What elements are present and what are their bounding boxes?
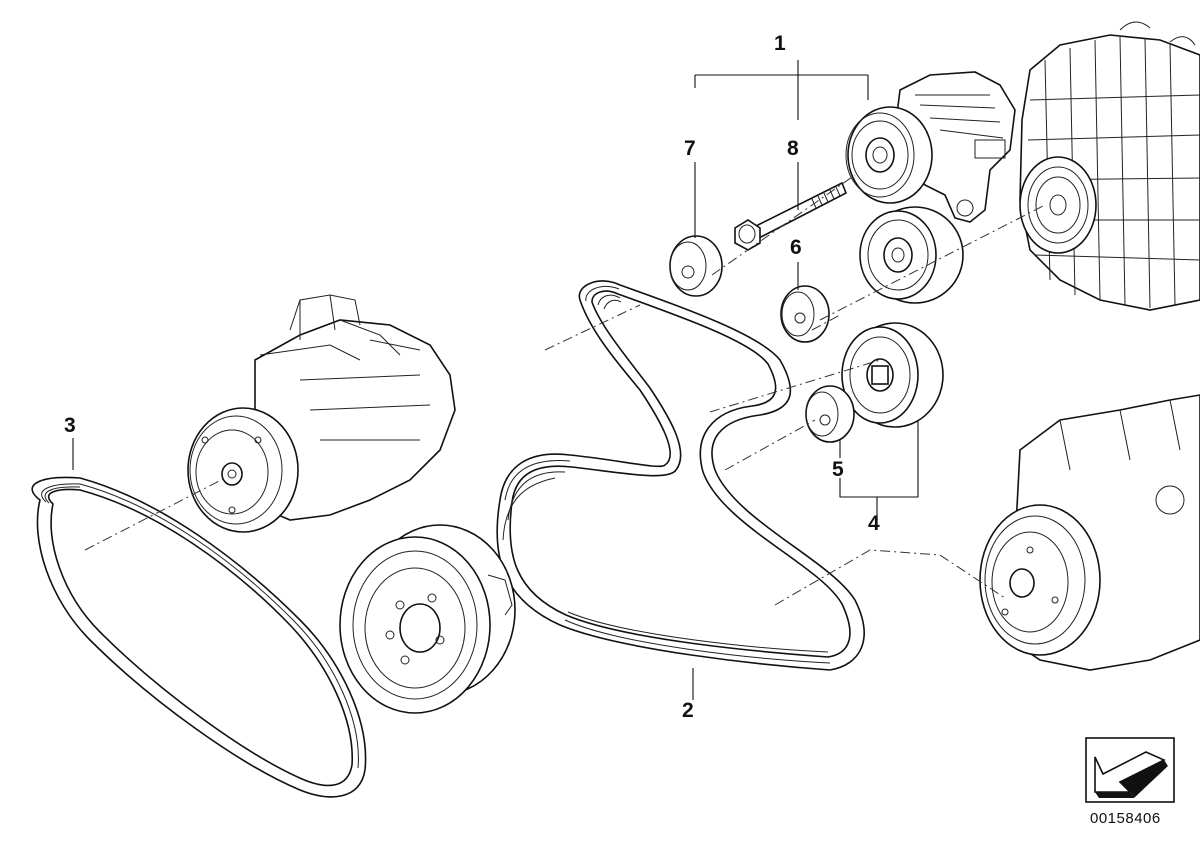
crankshaft-pulley (339, 524, 516, 714)
diagram-reference-number: 00158406 (1090, 810, 1161, 827)
assembly-centerlines (84, 174, 1046, 606)
ac-compressor (187, 294, 456, 533)
tensioner-pulley (845, 106, 933, 204)
callout-3: 3 (64, 414, 76, 437)
callout-1: 1 (774, 32, 786, 55)
dust-cap-6 (780, 285, 830, 343)
callout-6: 6 (790, 236, 802, 259)
power-steering-pump (979, 394, 1200, 671)
main-drive-belt (496, 280, 865, 671)
alternator (1019, 21, 1200, 311)
callout-7: 7 (684, 137, 696, 160)
dust-cap-5 (805, 385, 855, 443)
arrow-box-icon (1085, 737, 1175, 803)
callout-leaders (72, 60, 919, 700)
callout-8: 8 (787, 137, 799, 160)
lower-idler-pulley (841, 322, 944, 428)
ac-compressor-belt (31, 476, 367, 798)
callout-4: 4 (868, 512, 880, 535)
callout-5: 5 (832, 458, 844, 481)
upper-idler-pulley (859, 206, 964, 304)
tensioner-bolt (734, 181, 848, 251)
callout-2: 2 (682, 699, 694, 722)
dust-cap-7 (669, 235, 723, 297)
